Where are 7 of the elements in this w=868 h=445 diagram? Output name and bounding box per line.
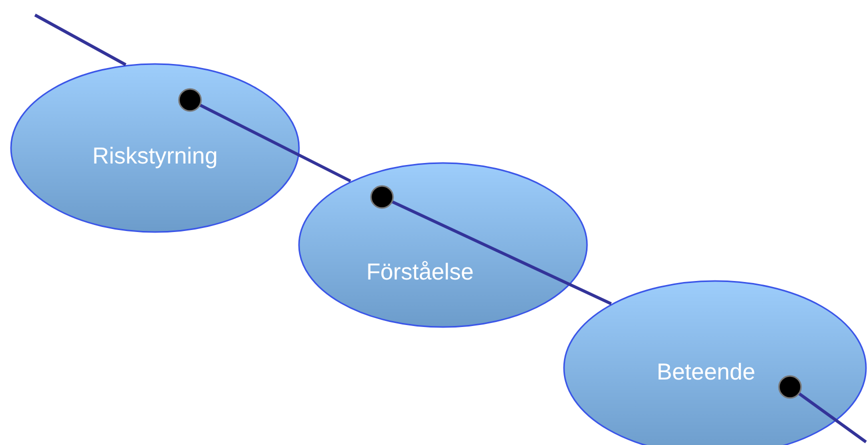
node-label: Beteende	[656, 358, 756, 386]
connector-line	[34, 14, 126, 66]
connector-line	[778, 375, 867, 444]
connector-line	[178, 88, 352, 182]
node-label: Förståelse	[366, 258, 474, 286]
connector-line	[370, 185, 612, 306]
node-label: Riskstyrning	[92, 142, 218, 170]
